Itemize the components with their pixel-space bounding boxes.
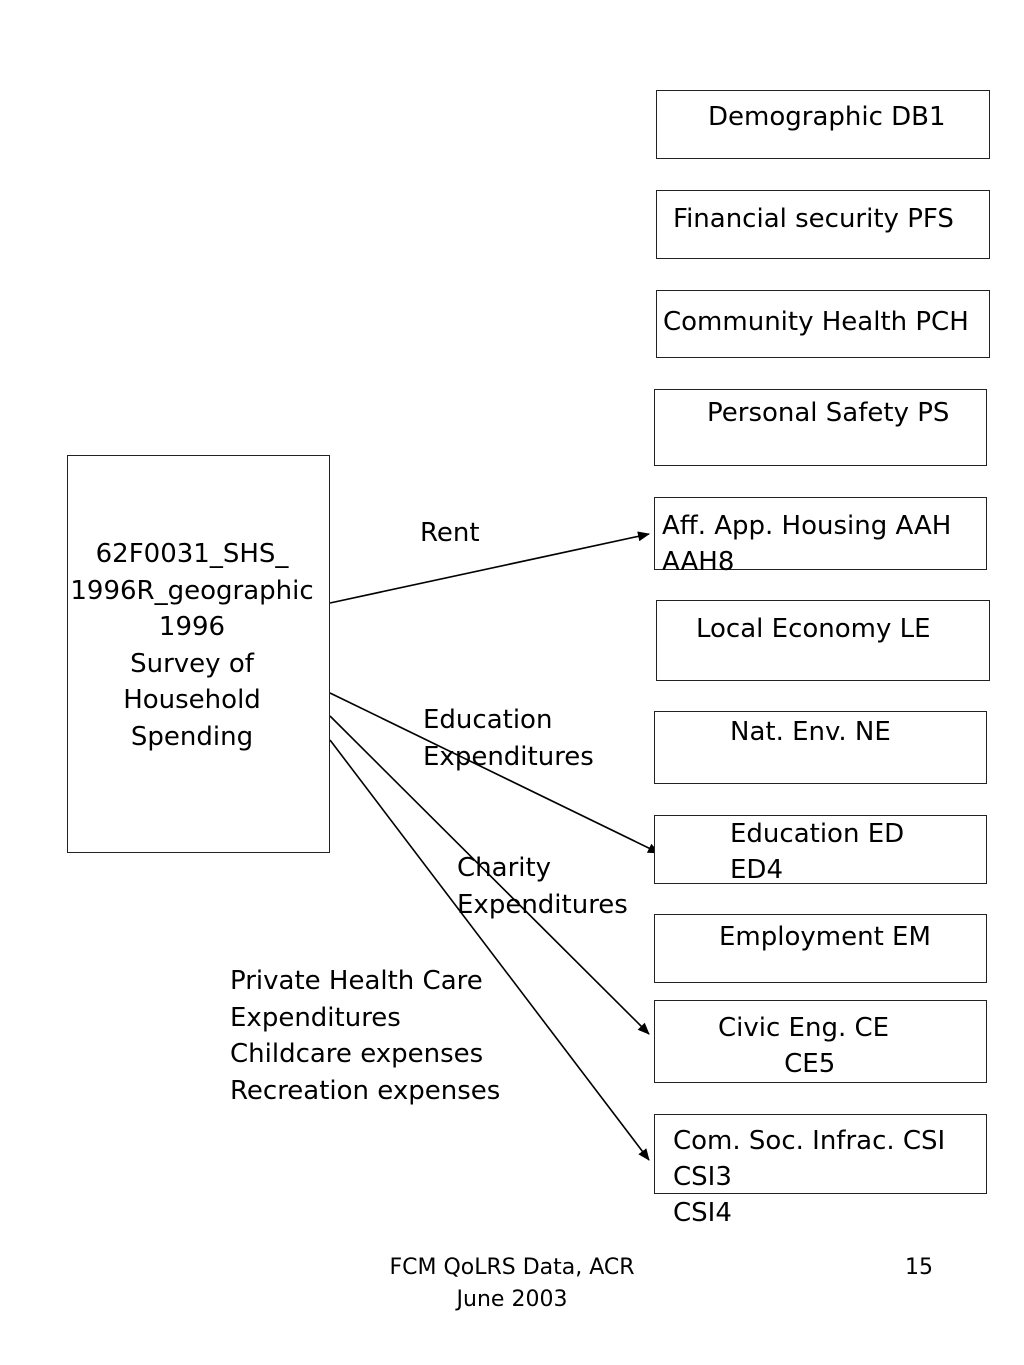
source-line-2: 1996R_geographic (70, 575, 314, 606)
arrow-label-private-health-care: Private Health Care Expenditures Childca… (230, 966, 501, 1106)
target-label-personal-safety: Personal Safety PS (707, 398, 950, 428)
footer-source: FCM QoLRS Data, ACR June 2003 (352, 1252, 672, 1316)
arrow-label-charity-expenditures: Charity Expenditures (457, 853, 628, 920)
source-line-6: Spending (130, 721, 254, 752)
target-box-civic-engagement (654, 1000, 987, 1083)
source-survey-text: 62F0031_SHS_ 1996R_geographic 1996 Surve… (62, 536, 322, 755)
target-label-community-health: Community Health PCH (663, 307, 969, 337)
target-label-affordable-housing: Aff. App. Housing AAH AAH8 (662, 511, 952, 577)
footer-source-line-2: June 2003 (456, 1287, 568, 1312)
target-box-community-health (656, 290, 990, 358)
target-box-natural-environment (654, 711, 987, 784)
target-box-community-social-infrastructure (654, 1114, 987, 1194)
source-line-1: 62F0031_SHS_ (95, 539, 289, 569)
arrow-charity (329, 715, 650, 1035)
target-label-financial-security: Financial security PFS (673, 204, 954, 234)
target-label-civic-engagement: Civic Eng. CE CE5 (718, 1013, 890, 1079)
target-box-education (654, 815, 987, 884)
arrow-rent (329, 531, 650, 604)
arrow-label-education-expenditures: Education Expenditures (423, 705, 594, 772)
arrow-label-rent: Rent (420, 518, 480, 548)
source-survey-box (67, 455, 330, 853)
target-box-demographic (656, 90, 990, 159)
target-label-demographic: Demographic DB1 (708, 102, 946, 132)
source-line-5: Household (123, 685, 261, 715)
target-box-employment (654, 914, 987, 983)
target-label-community-social-infrastructure: Com. Soc. Infrac. CSI CSI3 CSI4 (673, 1126, 946, 1228)
source-line-4: Survey of (130, 648, 254, 679)
target-label-employment: Employment EM (719, 922, 931, 952)
target-label-local-economy: Local Economy LE (696, 614, 931, 644)
target-box-financial-security (656, 190, 990, 259)
target-label-education: Education ED ED4 (730, 819, 905, 885)
target-box-personal-safety (654, 389, 987, 466)
footer-source-line-1: FCM QoLRS Data, ACR (389, 1255, 635, 1280)
target-box-affordable-housing (654, 497, 987, 570)
arrow-education (329, 692, 660, 854)
page-number: 15 (905, 1255, 933, 1280)
target-box-local-economy (656, 600, 990, 681)
target-label-natural-environment: Nat. Env. NE (730, 717, 891, 747)
source-line-3: 1996 (158, 612, 226, 642)
arrow-private-health (329, 739, 650, 1161)
